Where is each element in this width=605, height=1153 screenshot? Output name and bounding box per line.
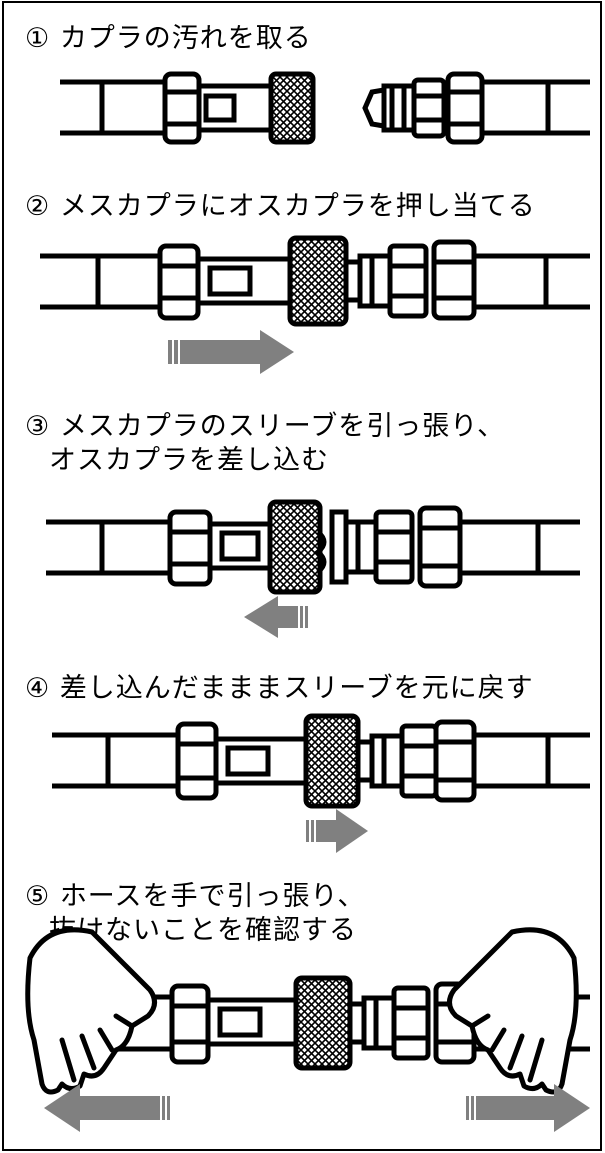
pull-arrow-icon [466,1084,590,1132]
pull-arrow-icon [44,1084,170,1132]
pull-arrow-icon [244,596,308,638]
left-hand-icon [25,927,157,1095]
step-4-diagram [52,713,590,809]
step-4-title: ④ 差し込んだまままスリーブを元に戻す [25,673,534,704]
step-2-diagram [40,235,590,327]
step-5-diagram [40,975,590,1071]
step-2-title: ② メスカプラにオスカプラを押し当てる [25,191,536,222]
step-3-title: ③ メスカプラのスリーブを引っ張り、オスカプラを差し込む [25,411,506,476]
right-hand-icon [447,927,579,1095]
push-arrow-icon [168,330,294,374]
step-3-diagram [46,499,580,595]
step-1-diagram [60,71,590,145]
push-arrow-icon [306,809,368,853]
step-1-title: ① カプラの汚れを取る [25,23,312,54]
step-5-title: ⑤ ホースを手で引っ張り、抜けないことを確認する [25,881,366,946]
